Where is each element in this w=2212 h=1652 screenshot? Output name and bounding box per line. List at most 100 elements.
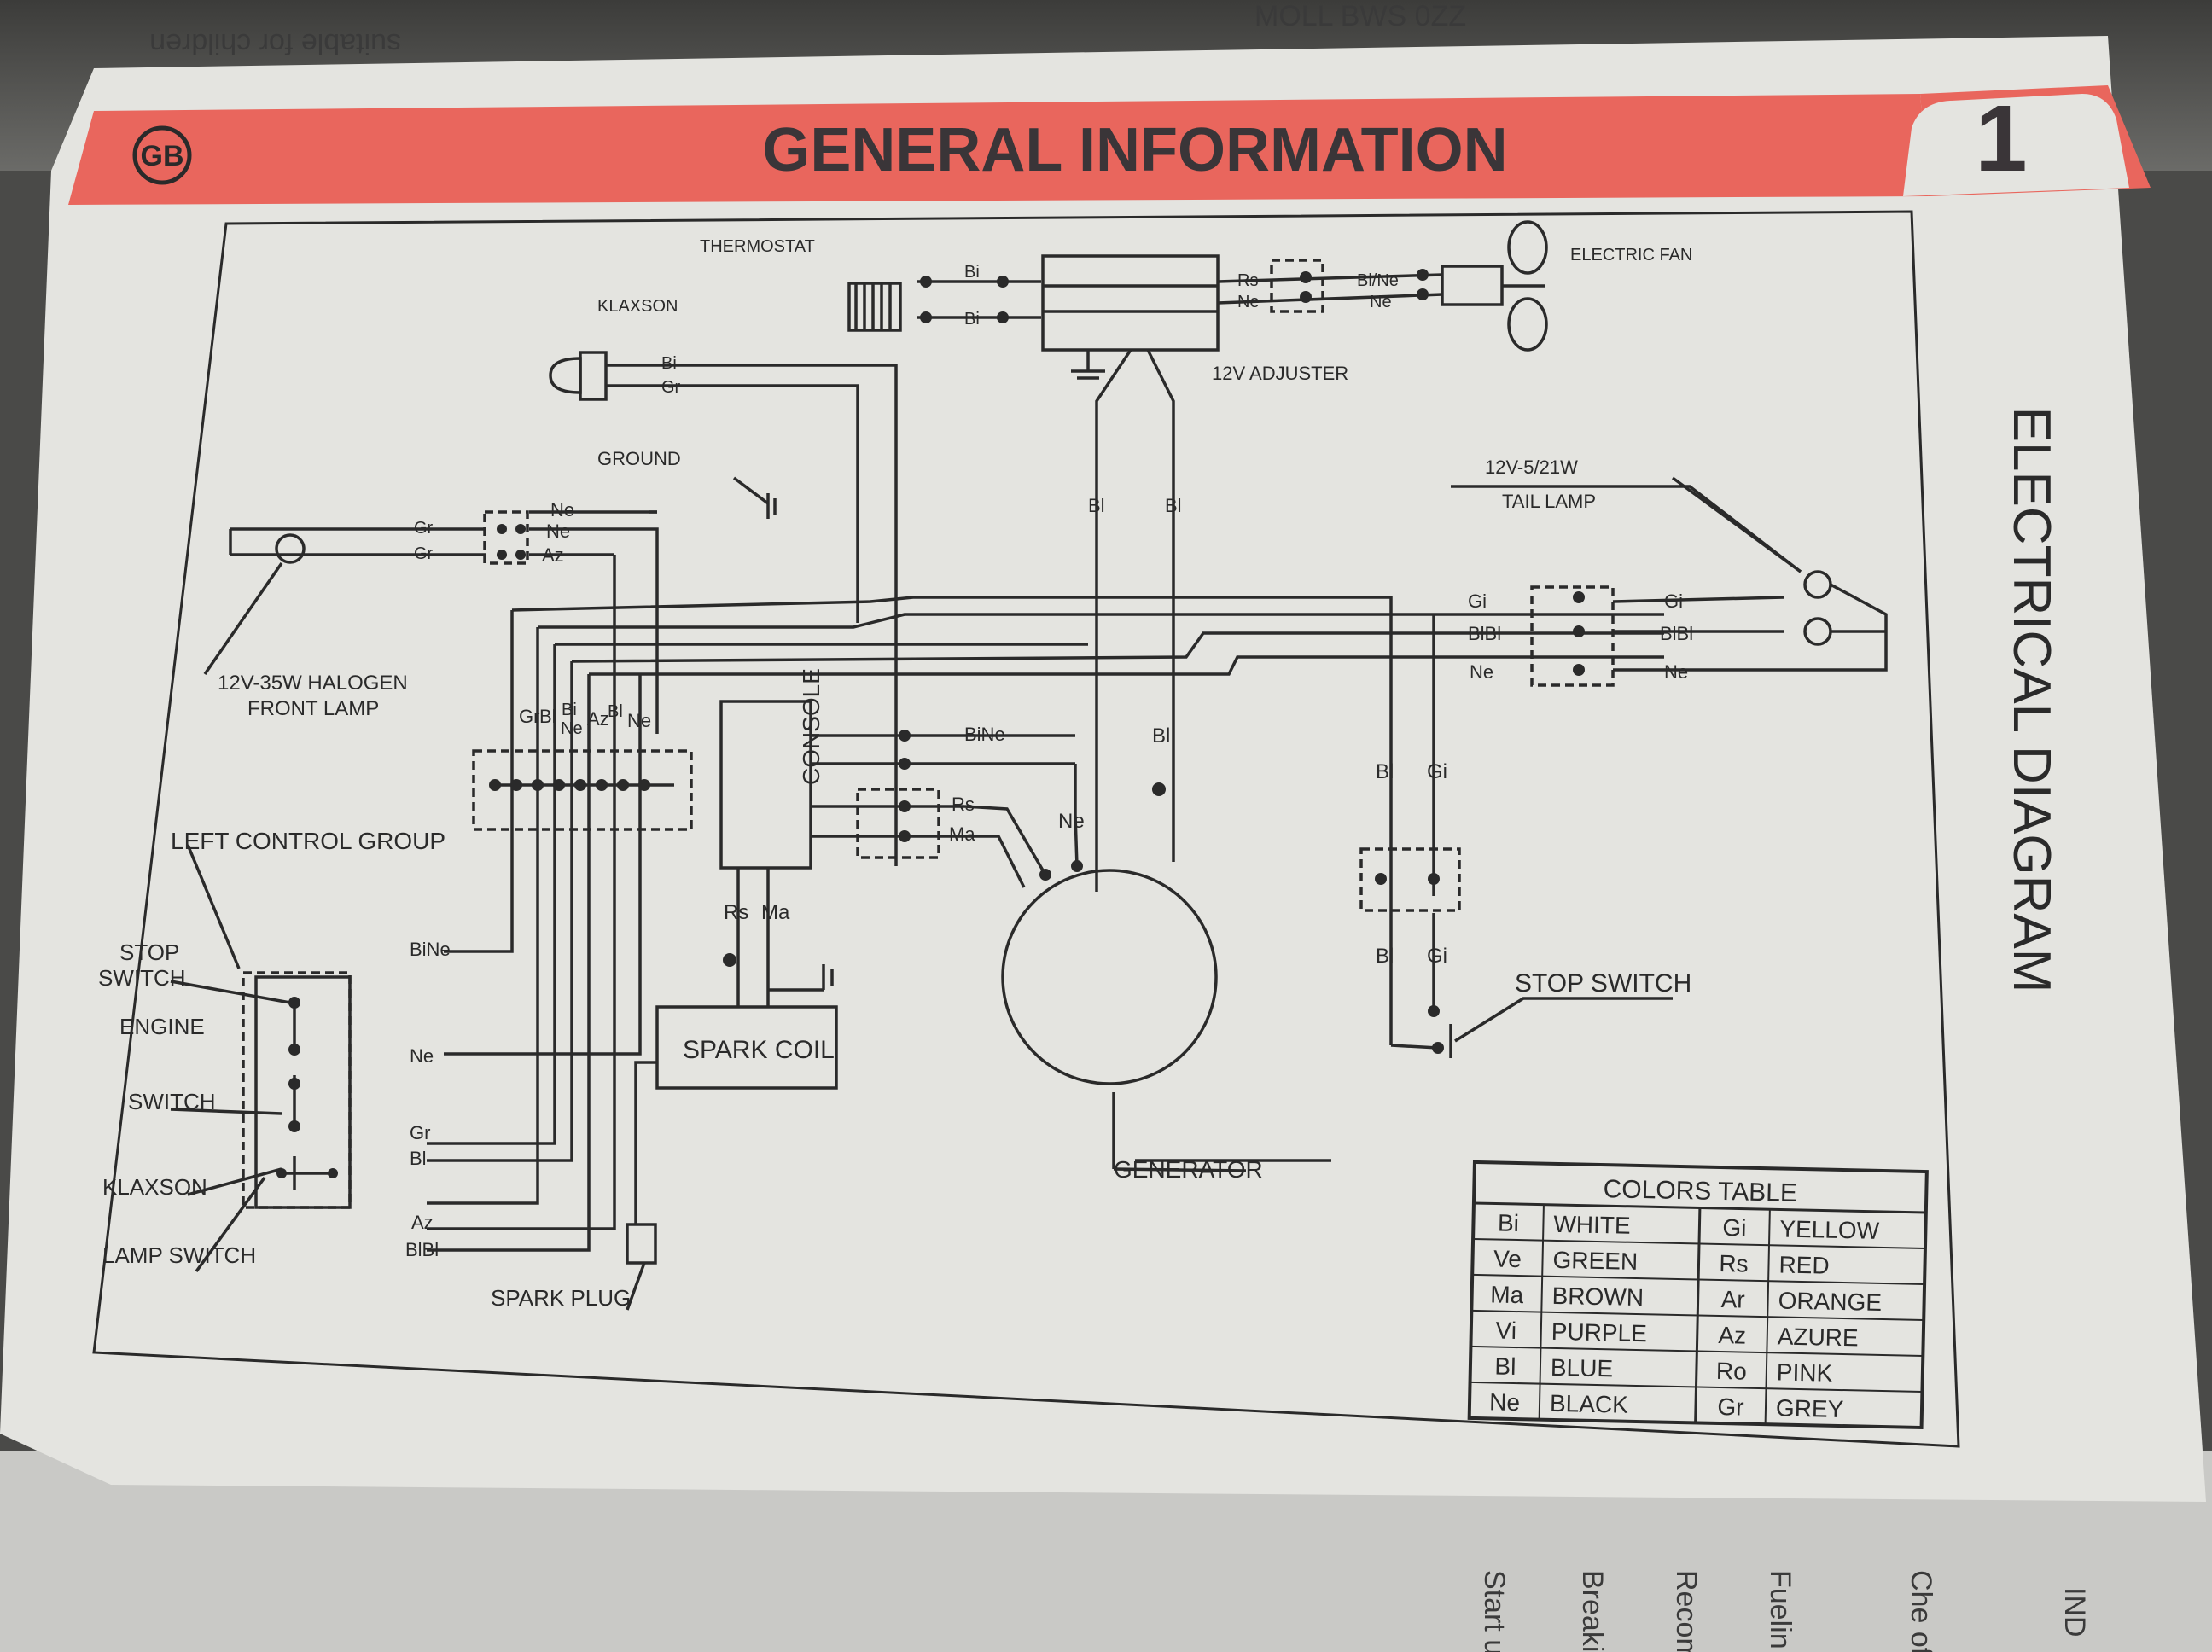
- label-left-control-group: LEFT CONTROL GROUP: [171, 828, 445, 854]
- wire-console-ma: Ma: [949, 823, 975, 845]
- thermostat-body: [847, 282, 902, 332]
- wire-adj-bl-1: Bl: [1088, 495, 1105, 516]
- wire-left-az: Az: [411, 1212, 434, 1233]
- wire-front-ne-2: Ne: [546, 521, 570, 542]
- wire-front-az: Az: [542, 544, 564, 566]
- colors-table-name: BLACK: [1550, 1390, 1629, 1418]
- wire-bi-1: Bi: [964, 263, 980, 282]
- svg-text:IND: IND: [2058, 1587, 2091, 1637]
- colors-table-col-divider: [1694, 1207, 1702, 1423]
- colors-table-name: ORANGE: [1778, 1287, 1882, 1316]
- colors-table-name: WHITE: [1553, 1211, 1631, 1239]
- paper-sheet: [0, 36, 2206, 1502]
- colors-table-code: Bl: [1494, 1353, 1516, 1381]
- wire-bl-ne: Bl/Ne: [1357, 271, 1399, 290]
- colors-table-name: BLUE: [1551, 1354, 1614, 1382]
- diagram-frame: [92, 210, 1960, 1448]
- colors-table-code: Ar: [1720, 1286, 1745, 1313]
- label-stop-left-1: STOP: [119, 939, 179, 965]
- colors-table-name: GREEN: [1552, 1247, 1638, 1275]
- wire-front-gr-2: Gr: [414, 544, 434, 563]
- header-band: [68, 94, 1929, 205]
- colors-table-code: Gr: [1717, 1393, 1744, 1421]
- label-front-lamp-rating: 12V-35W HALOGEN: [218, 672, 408, 695]
- wire-gen-bl: Bl: [1152, 724, 1170, 747]
- wire-conn-gr: Gr: [519, 706, 539, 727]
- colors-table-code: Vi: [1495, 1318, 1516, 1345]
- wire-front-gr-1: Gr: [414, 519, 434, 538]
- colors-table-name: PINK: [1777, 1358, 1833, 1386]
- colors-table-code: Gi: [1722, 1214, 1747, 1242]
- wire-stop-gi-2: Gi: [1427, 945, 1447, 968]
- svg-text:Fuelin: Fuelin: [1764, 1570, 1796, 1649]
- wire-ne-fan: Ne: [1370, 293, 1392, 311]
- colors-table-name: AZURE: [1777, 1323, 1859, 1351]
- label-console: CONSOLE: [798, 668, 824, 785]
- label-stop-left-2: SWITCH: [98, 965, 186, 991]
- wire-conn-ne-2: Ne: [627, 710, 651, 731]
- label-spark-plug: SPARK PLUG: [491, 1285, 631, 1311]
- wire-tail-blbl-2: BlBl: [1660, 623, 1693, 644]
- label-switch: SWITCH: [128, 1089, 216, 1114]
- junction-dots: [276, 269, 1585, 1178]
- bg-text-top-2: MOLL BWS 0ZZ: [1254, 0, 1466, 32]
- wire-conn-az: Az: [587, 708, 609, 730]
- wire-coil-ma: Ma: [761, 901, 790, 924]
- label-ground: GROUND: [597, 448, 681, 469]
- wire-rs: Rs: [1237, 271, 1258, 290]
- svg-text:Recom: Recom: [1670, 1570, 1703, 1652]
- bg-text-top: suitable for children: [149, 27, 401, 60]
- wire-ne: Ne: [1237, 293, 1260, 311]
- label-lamp-switch: LAMP SWITCH: [102, 1242, 256, 1268]
- page-number-tab: [1903, 94, 2129, 196]
- label-electric-fan: ELECTRIC FAN: [1570, 246, 1692, 265]
- label-adjuster: 12V ADJUSTER: [1212, 363, 1348, 384]
- label-spark-coil: SPARK COIL: [683, 1036, 835, 1064]
- label-stop-switch-right: STOP SWITCH: [1515, 969, 1691, 998]
- page-number: 1: [1975, 86, 2027, 191]
- label-klaxson: KLAXSON: [597, 297, 678, 316]
- colors-table-col-divider: [1538, 1204, 1545, 1420]
- wire-conn-bi: Bi: [562, 701, 577, 719]
- colors-table-name: YELLOW: [1779, 1215, 1880, 1243]
- wire-tail-ne-2: Ne: [1664, 661, 1688, 683]
- colors-table-title: COLORS TABLE: [1603, 1175, 1797, 1207]
- colors-table-name: RED: [1778, 1251, 1830, 1278]
- wire-tail-ne-1: Ne: [1470, 661, 1493, 683]
- wire-adj-bl-2: Bl: [1165, 495, 1182, 516]
- wire-gen-ne: Ne: [1058, 810, 1085, 833]
- svg-text:Start up: Start up: [1478, 1570, 1511, 1652]
- section-title: ELECTRICAL DIAGRAM: [2002, 407, 2061, 993]
- wire-klaxon-gr: Gr: [661, 378, 681, 397]
- wire-left-gr: Gr: [410, 1122, 430, 1143]
- wire-coil-rs: Rs: [724, 901, 748, 924]
- wire-stop-bl-1: Bl: [1376, 760, 1394, 783]
- page-title: GENERAL INFORMATION: [762, 116, 1507, 184]
- colors-table-name: BROWN: [1551, 1283, 1644, 1311]
- colors-table-code: Ne: [1489, 1388, 1520, 1416]
- wire-left-ne: Ne: [410, 1045, 434, 1067]
- label-tail-lamp-rating: 12V-5/21W: [1485, 457, 1578, 478]
- wire-stop-gi-1: Gi: [1427, 760, 1447, 783]
- wire-console-rs: Rs: [952, 794, 975, 815]
- colors-table-name: PURPLE: [1551, 1318, 1647, 1347]
- wire-conn-bl: Bl: [539, 706, 556, 727]
- wire-conn-bl-2: Bl: [608, 702, 623, 721]
- colors-table-col-divider: [1764, 1209, 1771, 1425]
- svg-text:Che offro: Che offro: [1905, 1570, 1937, 1652]
- bg-bottom-text: Start up Breakin Recom Fuelin Che offro …: [1478, 1570, 2091, 1652]
- colors-table-code: Ve: [1493, 1245, 1522, 1272]
- label-tail-lamp: TAIL LAMP: [1502, 491, 1596, 512]
- colors-table-code: Bi: [1498, 1210, 1520, 1237]
- wire-console-bine: BiNe: [964, 724, 1005, 745]
- wire-bi-2: Bi: [964, 310, 980, 329]
- wire-left-blbl: BlBl: [405, 1239, 439, 1260]
- colors-table-code: Az: [1718, 1322, 1746, 1349]
- wire-conn-ne: Ne: [561, 719, 583, 738]
- label-front-lamp: FRONT LAMP: [247, 697, 379, 720]
- label-generator: GENERATOR: [1114, 1156, 1263, 1183]
- gb-badge: [132, 125, 192, 185]
